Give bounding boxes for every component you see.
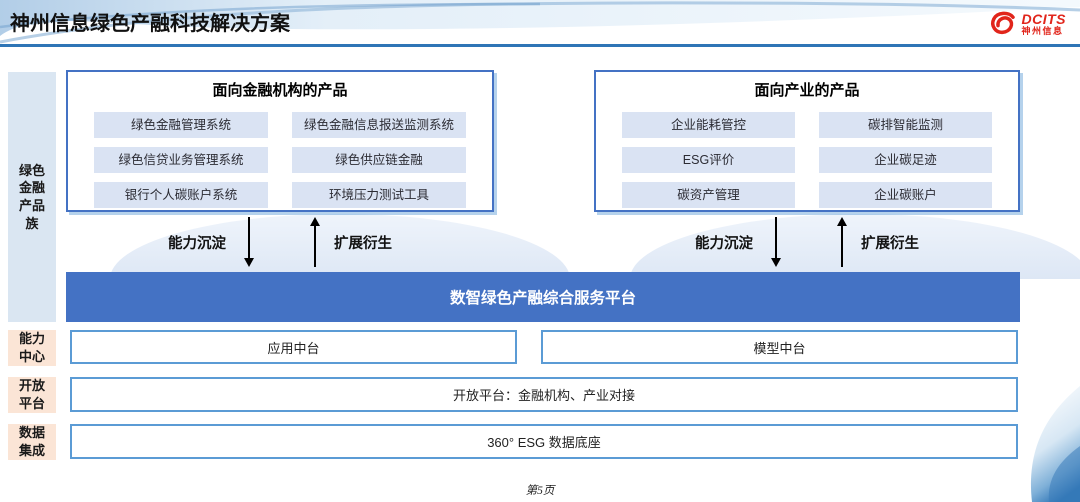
flow-label-extension: 扩展衍生 (861, 235, 919, 252)
flow-group-financial: 能力沉淀 扩展衍生 (66, 213, 494, 271)
header-swoosh-decoration (0, 0, 1080, 44)
sidebar-label-product-family: 绿色 金融 产品 族 (8, 72, 56, 322)
brand-name-cn: 神州信息 (1021, 25, 1064, 36)
product-item: 银行个人碳账户系统 (94, 182, 268, 208)
up-arrow-icon (837, 217, 847, 267)
product-box-industry: 面向产业的产品 企业能耗管控 碳排智能监测 ESG评价 企业碳足迹 碳资产管理 … (594, 70, 1020, 212)
product-item: 绿色金融信息报送监测系统 (292, 112, 466, 138)
brand-name: DCITS (1021, 10, 1066, 27)
product-grid: 绿色金融管理系统 绿色金融信息报送监测系统 绿色信贷业务管理系统 绿色供应链金融… (68, 100, 492, 208)
product-item: 企业碳账户 (819, 182, 992, 208)
down-arrow-icon (244, 217, 254, 267)
brand-text: DCITS 神州信息 (1022, 12, 1067, 36)
middle-box-app-platform: 应用中台 (70, 330, 517, 364)
product-box-financial: 面向金融机构的产品 绿色金融管理系统 绿色金融信息报送监测系统 绿色信贷业务管理… (66, 70, 494, 212)
dcits-swoosh-icon (990, 11, 1015, 35)
open-platform-box: 开放平台：金融机构、产业对接 (70, 377, 1018, 412)
product-item: 碳排智能监测 (819, 112, 992, 138)
product-item: 环境压力测试工具 (292, 182, 466, 208)
product-item: 碳资产管理 (622, 182, 795, 208)
flow-label-capability: 能力沉淀 (168, 235, 226, 252)
corner-swoosh-decoration (1030, 386, 1080, 502)
down-arrow-icon (771, 217, 781, 267)
product-item: ESG评价 (622, 147, 795, 173)
up-arrow-icon (310, 217, 320, 267)
page-title: 神州信息绿色产融科技解决方案 (10, 13, 290, 35)
middle-box-model-platform: 模型中台 (541, 330, 1018, 364)
sidebar-label-data-integration: 数据 集成 (8, 424, 56, 460)
product-item: 企业碳足迹 (819, 147, 992, 173)
sidebar-label-open-platform: 开放 平台 (8, 377, 56, 413)
esg-data-base-box: 360° ESG 数据底座 (70, 424, 1018, 459)
product-box-title: 面向产业的产品 (754, 82, 860, 99)
product-item: 绿色金融管理系统 (94, 112, 268, 138)
product-grid: 企业能耗管控 碳排智能监测 ESG评价 企业碳足迹 碳资产管理 企业碳账户 (596, 100, 1018, 208)
flow-label-extension: 扩展衍生 (334, 235, 392, 252)
flow-label-capability: 能力沉淀 (695, 235, 753, 252)
product-box-title: 面向金融机构的产品 (212, 82, 348, 99)
product-item: 企业能耗管控 (622, 112, 795, 138)
flow-group-industry: 能力沉淀 扩展衍生 (594, 213, 1020, 271)
platform-banner: 数智绿色产融综合服务平台 (66, 272, 1020, 322)
header-underline (0, 44, 1080, 47)
sidebar-label-capability-center: 能力 中心 (8, 330, 56, 366)
product-item: 绿色供应链金融 (292, 147, 466, 173)
page-number: 第5页 (525, 485, 555, 497)
product-item: 绿色信贷业务管理系统 (94, 147, 268, 173)
brand-logo: DCITS 神州信息 (988, 10, 1067, 37)
